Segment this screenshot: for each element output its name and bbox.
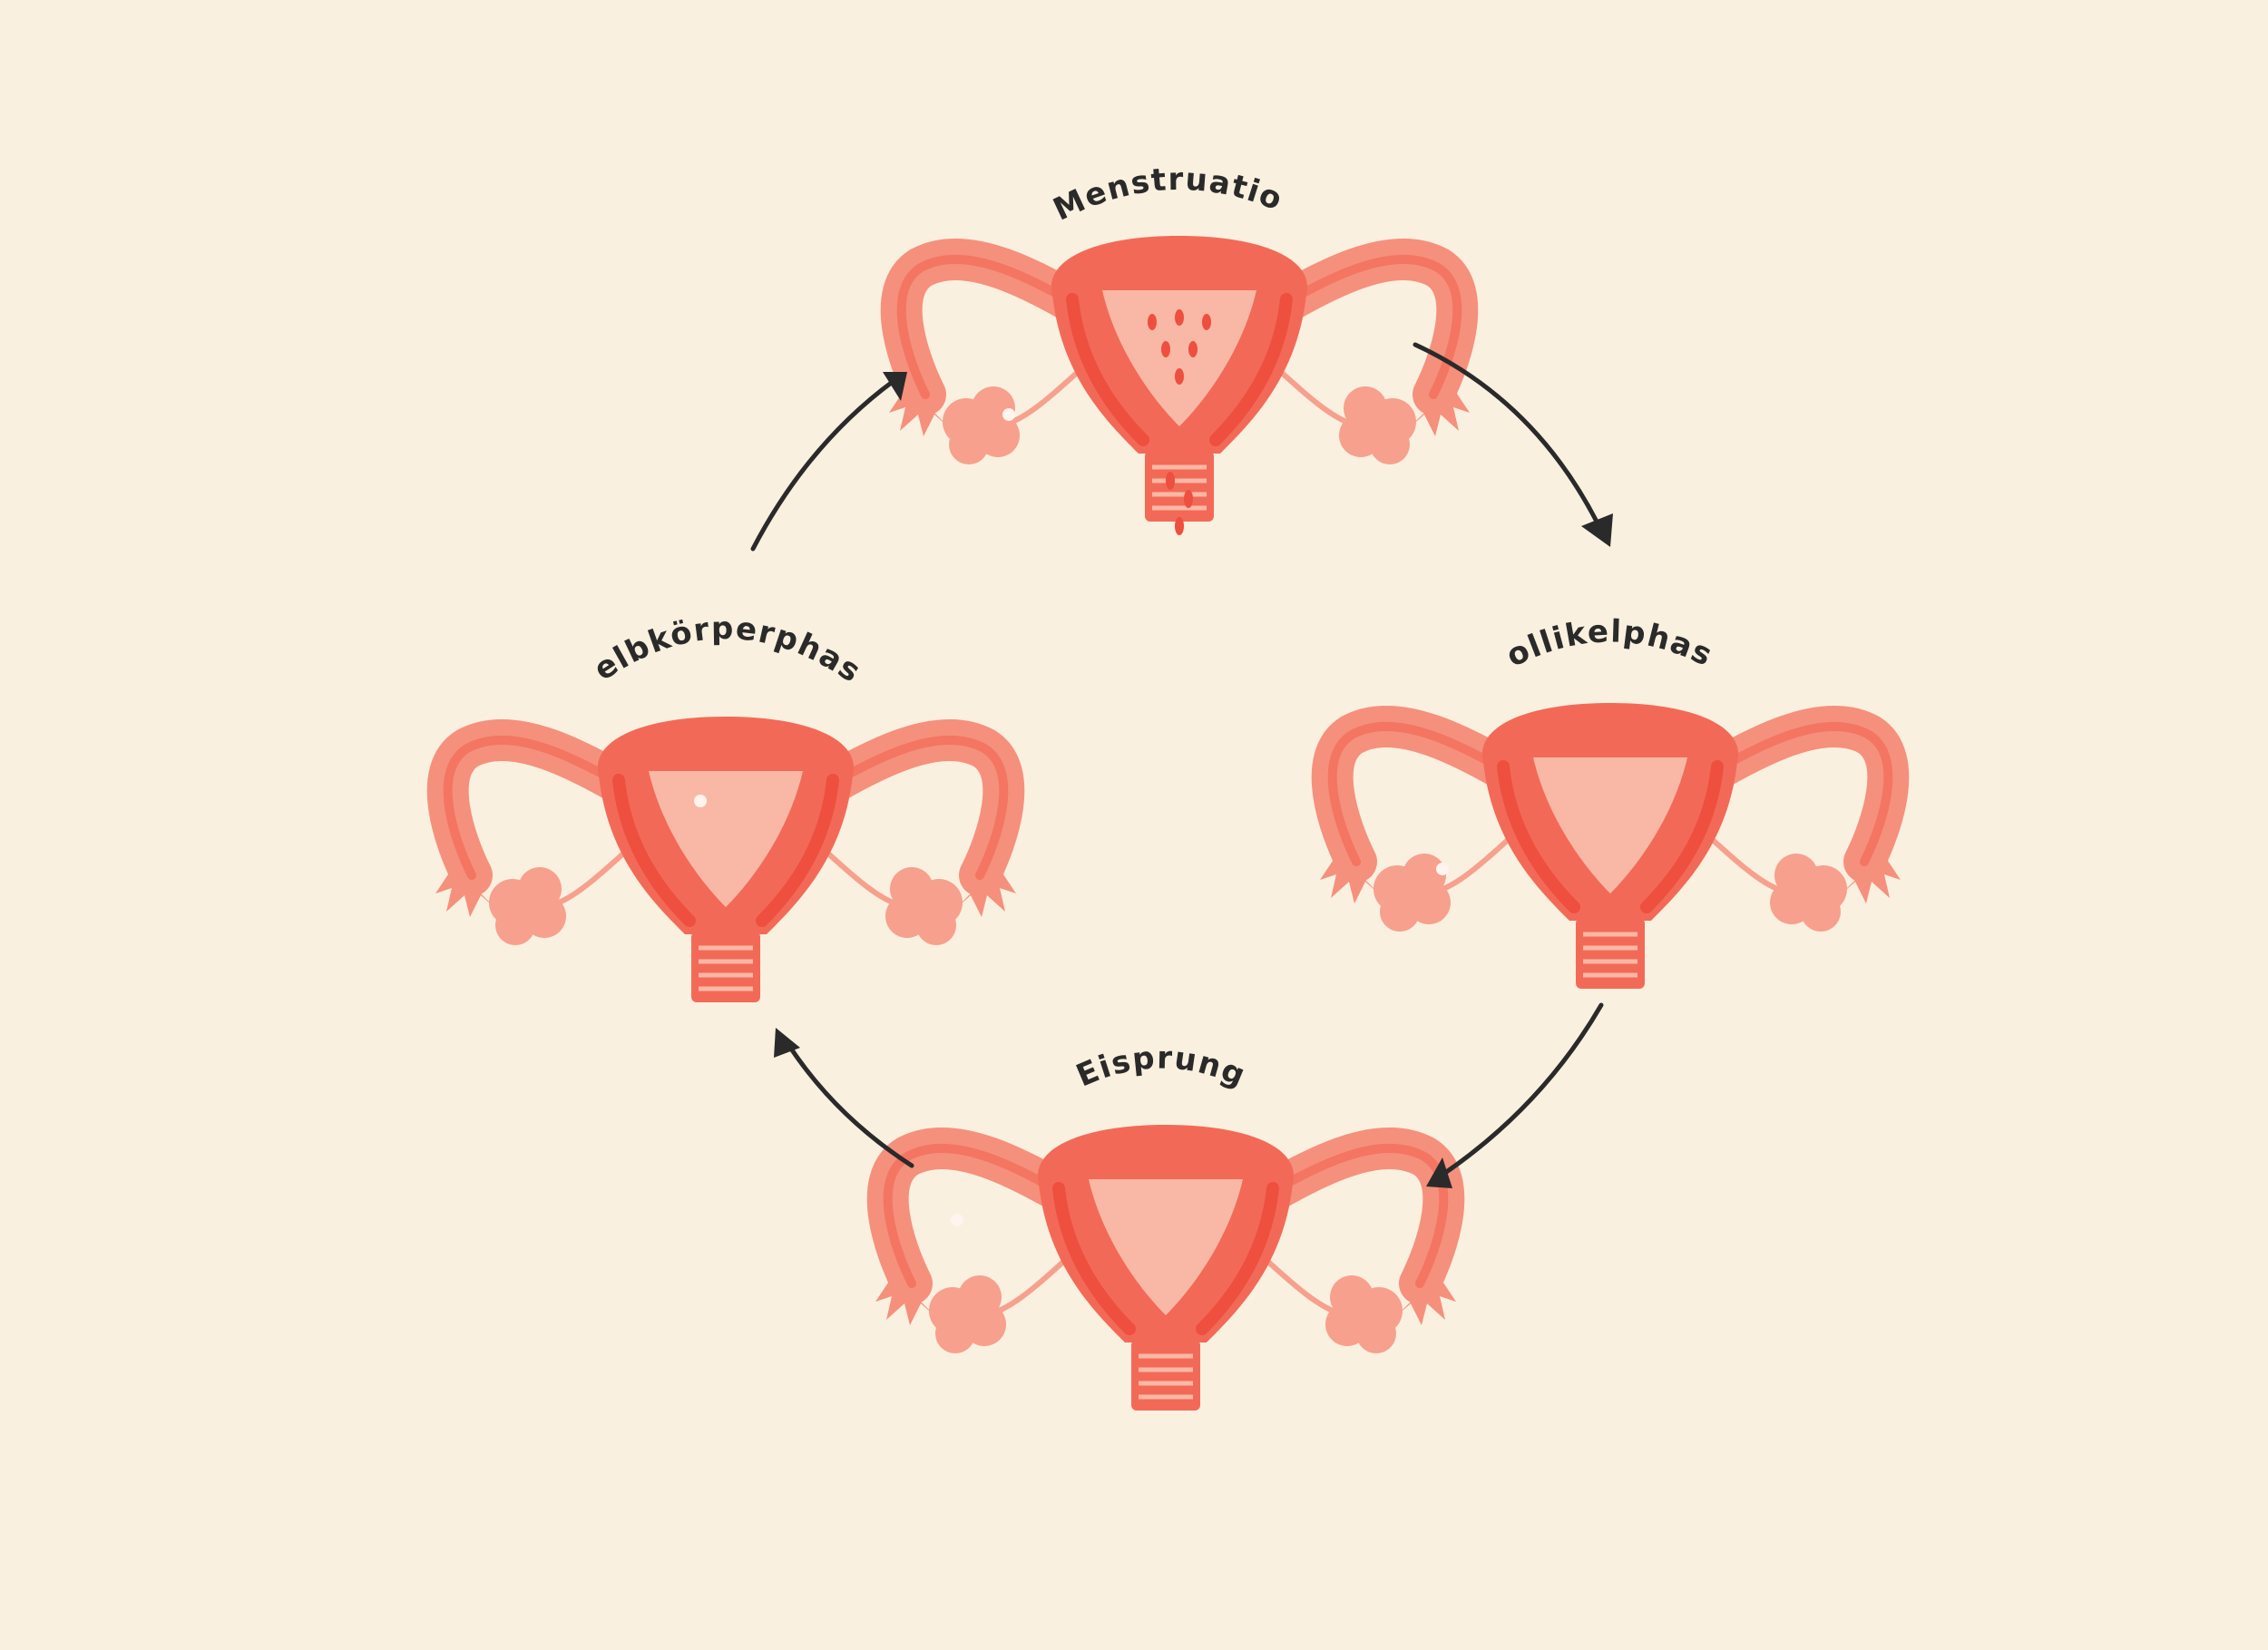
phase-label-gelbkoerperphase: Gelbkörperphase [0,0,868,690]
arrow-follikelphase-to-eisprung [1440,1002,1604,1177]
arrowhead-follikelphase [1581,513,1613,547]
uterus-menstruation-illustration [889,236,1470,535]
uterus-eisprung-illustration [875,1125,1456,1411]
phase-label-eisprung: Eisprung [1071,1040,1252,1094]
arrow-menstruation-to-follikelphase [1413,342,1599,524]
arrow-eisprung-to-gelbkoerperphase [785,1040,914,1168]
arrowhead-gelbkoerperphase [774,1028,800,1058]
arrow-gelbkoerperphase-to-menstruation [750,378,896,552]
phase-label-menstruation: Menstruation [0,0,1288,229]
uterus-follikelphase-illustration [1320,703,1901,989]
arrowhead-menstruation [883,372,907,401]
uterus-gelbkoerperphase-illustration [435,717,1016,1002]
arrowhead-eisprung [1426,1157,1452,1188]
